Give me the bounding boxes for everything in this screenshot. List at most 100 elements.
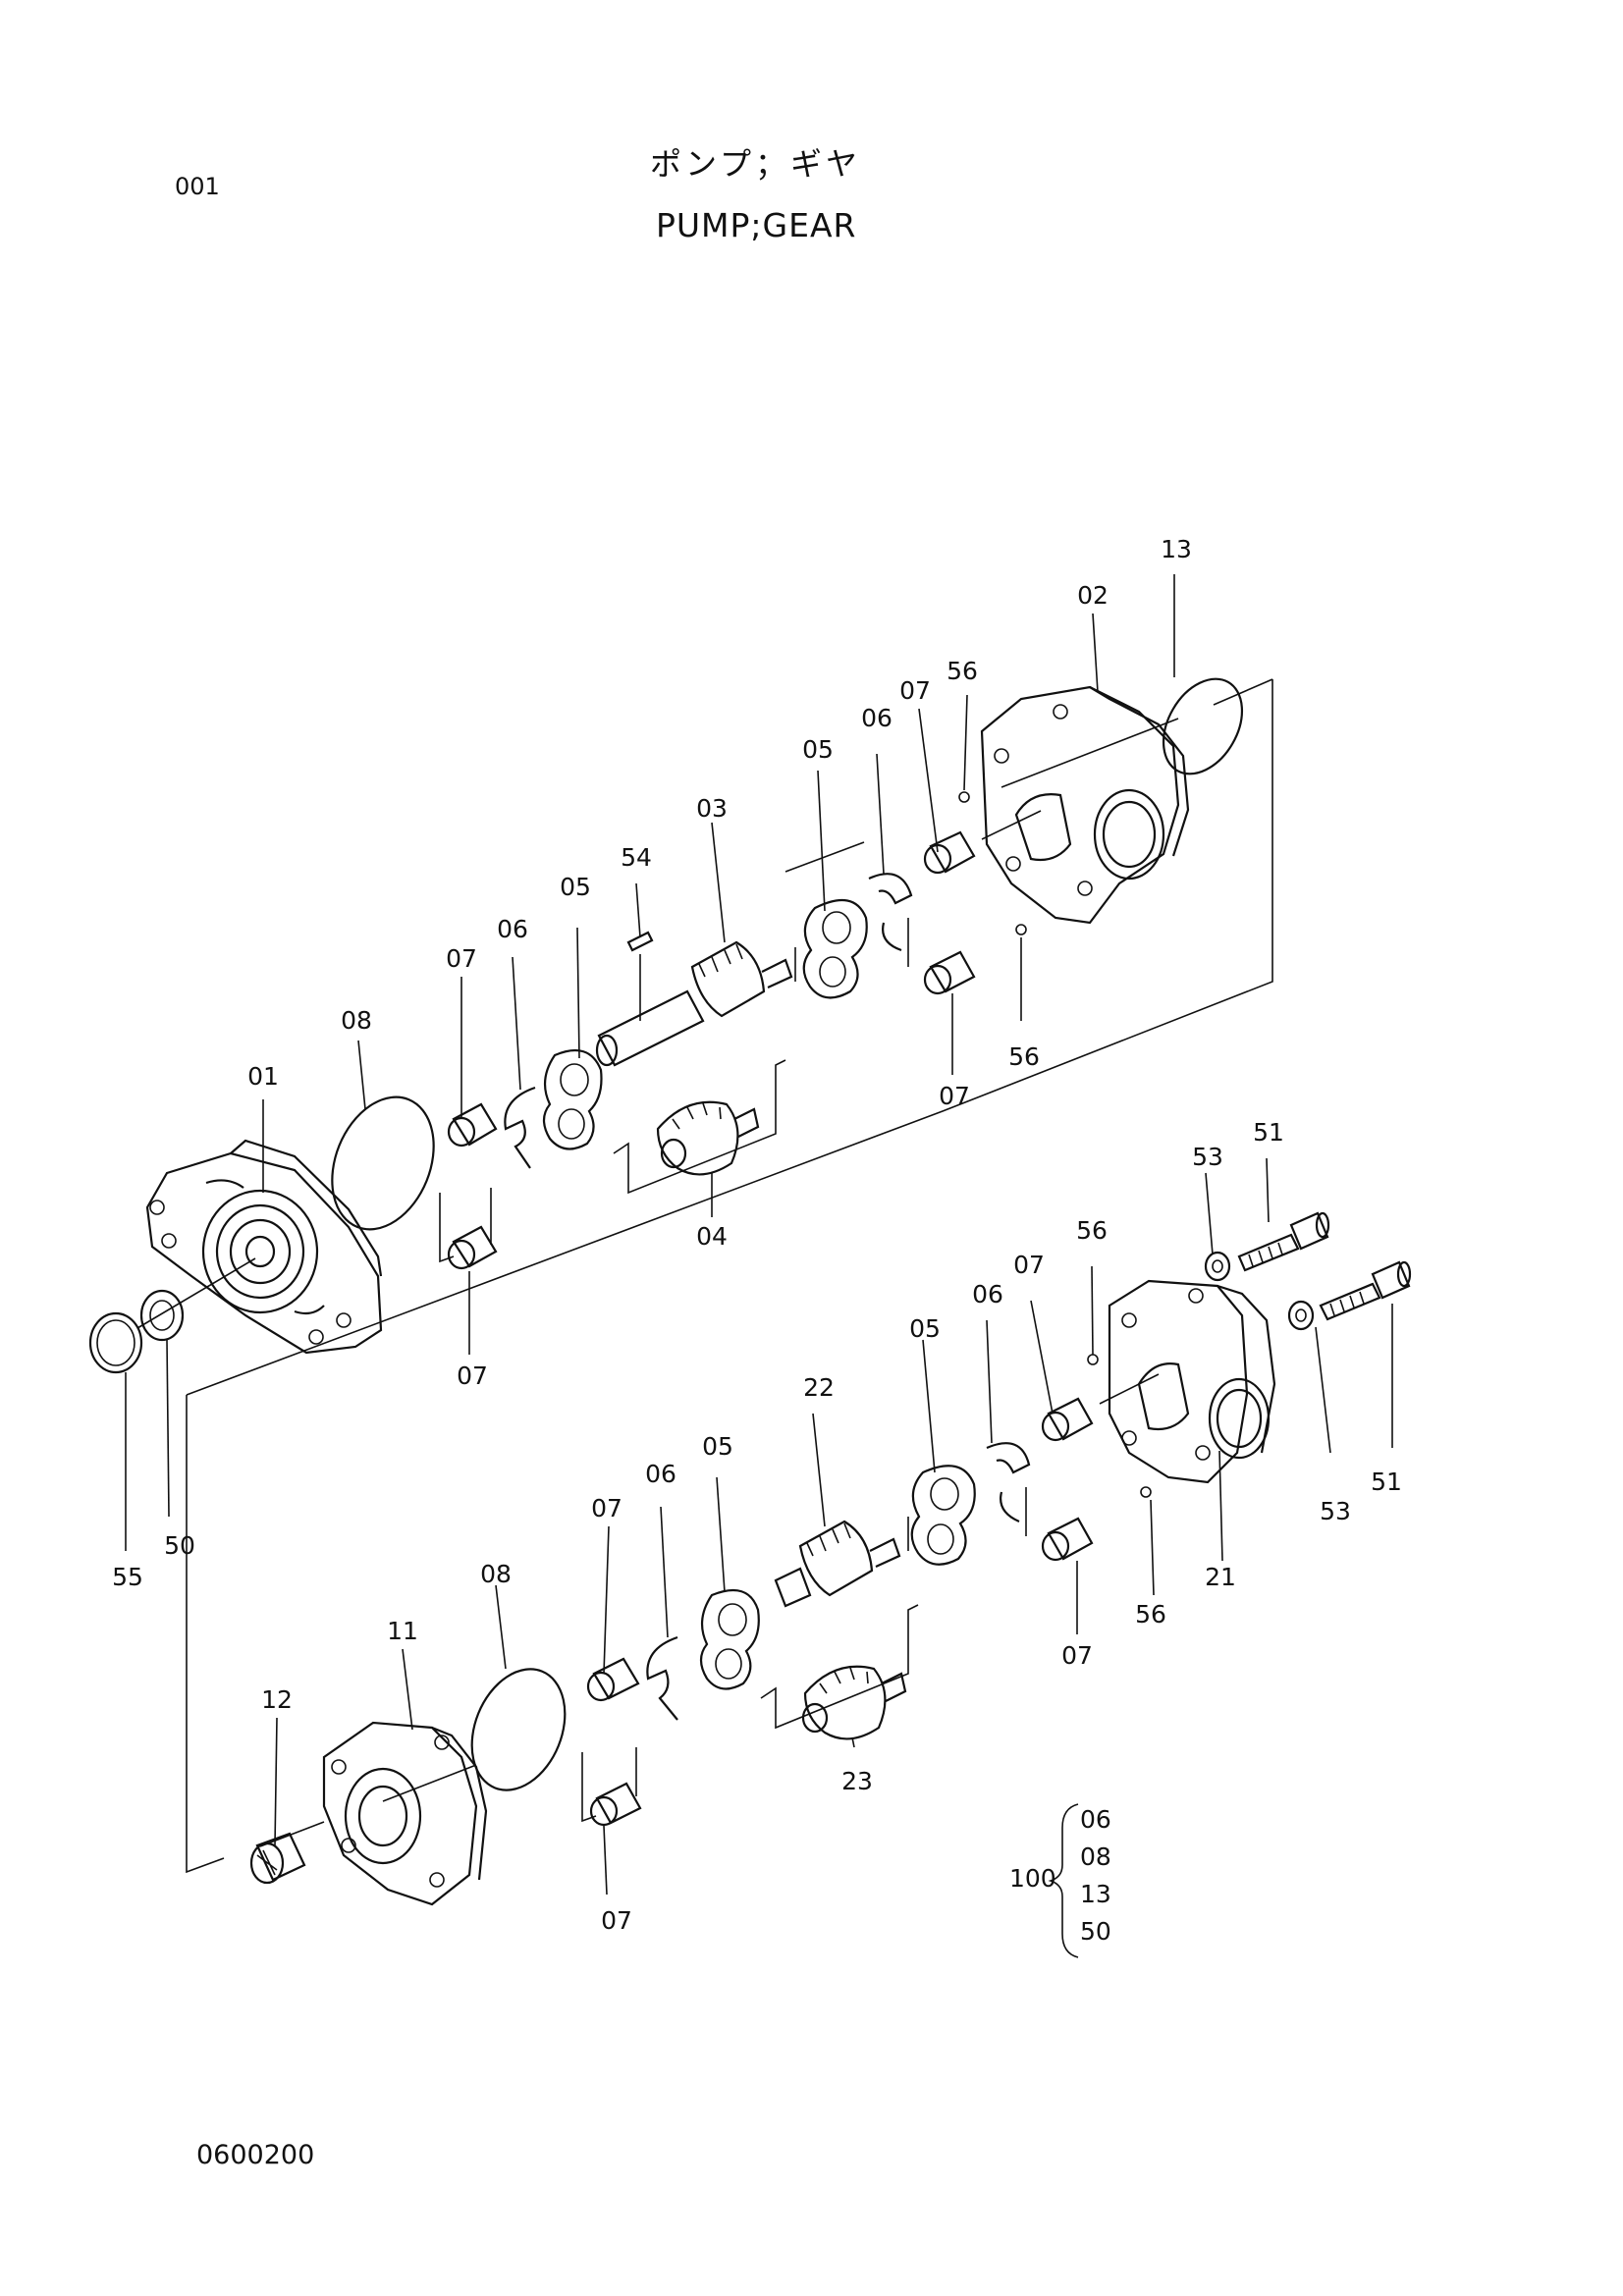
- bushing-07-lower-left-a: [586, 1657, 640, 1702]
- lower-assembly: [186, 1211, 1412, 1906]
- bushing-07-upper-right-b: [923, 950, 976, 995]
- kit-item: 06: [1080, 1805, 1111, 1834]
- key-54: [626, 931, 654, 952]
- upper-axis-line-top: [784, 678, 1273, 873]
- callout-02: 02: [1077, 581, 1109, 610]
- pin-56-lower-a: [1087, 1354, 1099, 1365]
- backup-ring-06-lower-right: [986, 1442, 1031, 1523]
- dash-link: [613, 1059, 786, 1195]
- dash-link: [581, 1747, 637, 1823]
- callout-07: 07: [1061, 1641, 1093, 1670]
- bolt-51-lower: [1319, 1260, 1412, 1321]
- callout-56: 56: [1076, 1216, 1108, 1245]
- title-japanese: ポンプ；ギヤ: [650, 145, 862, 183]
- washer-53-lower: [1287, 1300, 1315, 1331]
- washer-53-upper: [1204, 1251, 1231, 1282]
- side-plate-05-lower-left: [699, 1588, 760, 1690]
- oil-seal-50: [139, 1289, 185, 1342]
- callout-53: 53: [1320, 1497, 1351, 1525]
- callout-53: 53: [1192, 1143, 1223, 1171]
- bolt-51-upper: [1237, 1211, 1330, 1272]
- kit-legend: 100 06 08 13 50: [1009, 1803, 1111, 1958]
- callout-06: 06: [972, 1280, 1003, 1308]
- leader-lines: [125, 574, 1393, 1896]
- kit-brace: [1048, 1803, 1079, 1958]
- callout-numbers: 13 02 56 07 06 05 03 54 05 06 07 08 01 5…: [112, 535, 1402, 1935]
- side-plate-05-upper-left: [542, 1048, 603, 1150]
- o-ring-08-upper: [331, 1095, 435, 1231]
- o-ring-13: [1162, 677, 1244, 775]
- dash-link: [907, 1487, 1027, 1551]
- page-number: 001: [175, 173, 220, 200]
- callout-51: 51: [1371, 1468, 1402, 1496]
- callout-04: 04: [696, 1222, 728, 1251]
- callout-01: 01: [247, 1062, 279, 1091]
- callout-05: 05: [702, 1432, 733, 1461]
- drive-gear-03: [595, 940, 793, 1067]
- side-plate-05-lower-right: [910, 1465, 976, 1566]
- rear-body-02: [980, 685, 1190, 925]
- callout-03: 03: [696, 794, 728, 823]
- callout-06: 06: [861, 704, 893, 732]
- rear-cover-21: [1099, 1279, 1276, 1484]
- callout-22: 22: [803, 1373, 835, 1402]
- bushing-07-lower-left-b: [589, 1782, 642, 1827]
- callout-08: 08: [480, 1560, 512, 1588]
- driven-gear-04: [656, 1100, 760, 1176]
- bushing-07-upper-left-b: [447, 1225, 498, 1270]
- dash-link: [439, 1188, 492, 1263]
- callout-55: 55: [112, 1563, 143, 1591]
- backup-ring-06-upper-right: [868, 873, 913, 952]
- callout-05: 05: [802, 735, 834, 764]
- footer-code: 0600200: [196, 2140, 315, 2170]
- callout-21: 21: [1205, 1563, 1236, 1591]
- kit-item: 50: [1080, 1917, 1111, 1946]
- bushing-07-upper-left-a: [447, 1102, 498, 1148]
- bushing-07-lower-right-a: [1041, 1397, 1094, 1442]
- callout-05: 05: [560, 873, 591, 901]
- callout-06: 06: [497, 915, 528, 943]
- dash-link: [760, 1604, 919, 1730]
- side-plate-05-upper-right: [802, 898, 868, 999]
- bushing-07-upper-right-a: [923, 830, 976, 875]
- callout-07: 07: [939, 1082, 970, 1110]
- pin-56-upper-a: [958, 791, 970, 803]
- callout-07: 07: [457, 1362, 488, 1390]
- driven-gear-23: [801, 1665, 907, 1740]
- callout-56: 56: [1135, 1600, 1166, 1629]
- pin-56-lower-b: [1140, 1486, 1152, 1498]
- callout-56: 56: [947, 657, 978, 685]
- kit-label: 100: [1009, 1864, 1056, 1893]
- kit-item: 08: [1080, 1842, 1111, 1871]
- callout-13: 13: [1161, 535, 1192, 563]
- lower-frame-line: [186, 1395, 477, 1874]
- callout-07: 07: [591, 1494, 622, 1522]
- shaft-axis-line: [136, 1257, 256, 1329]
- callout-05: 05: [909, 1314, 941, 1343]
- upper-assembly: [88, 677, 1273, 1396]
- callout-50: 50: [164, 1531, 195, 1560]
- callout-07: 07: [899, 676, 931, 705]
- callout-11: 11: [387, 1617, 418, 1645]
- callout-06: 06: [645, 1460, 676, 1488]
- o-ring-08-lower: [470, 1668, 567, 1791]
- callout-07: 07: [601, 1906, 632, 1935]
- snap-ring-55: [88, 1311, 143, 1374]
- upper-frame-line: [186, 679, 1273, 1396]
- backup-ring-06-upper-left: [504, 1086, 536, 1169]
- backup-ring-06-lower-left: [646, 1635, 678, 1721]
- callout-12: 12: [261, 1685, 293, 1714]
- callout-51: 51: [1253, 1118, 1284, 1147]
- dash-link: [794, 918, 909, 982]
- front-housing-01: [145, 1139, 383, 1355]
- callout-23: 23: [841, 1767, 873, 1795]
- drive-gear-22: [774, 1520, 901, 1608]
- callout-07: 07: [446, 944, 477, 973]
- callout-08: 08: [341, 1006, 372, 1035]
- bushing-07-lower-right-b: [1041, 1517, 1094, 1562]
- coupling-12: [249, 1832, 306, 1885]
- pin-56-upper-b: [1015, 924, 1027, 935]
- callout-54: 54: [621, 843, 652, 872]
- callout-56: 56: [1008, 1042, 1040, 1071]
